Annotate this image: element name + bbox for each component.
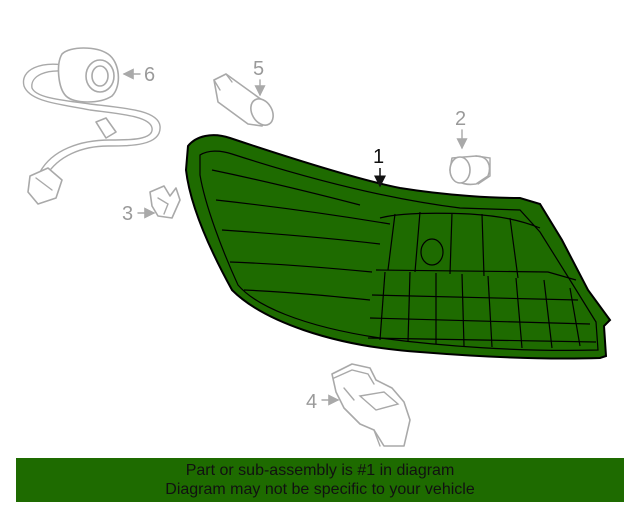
tail-lamp-ribs [211, 169, 597, 349]
tail-lamp-body[interactable] [184, 134, 612, 360]
callout-2[interactable]: 2 [455, 108, 466, 130]
parts-diagram: 1 2 3 4 5 6 [22, 47, 612, 447]
mounting-bracket-part-4[interactable] [331, 363, 411, 447]
callout-3[interactable]: 3 [122, 203, 133, 225]
bulb-socket-part-2[interactable] [449, 155, 491, 186]
banner-line-part: Part or sub-assembly is #1 in diagram [185, 462, 455, 479]
part-info-banner: Part or sub-assembly is #1 in diagram Di… [16, 458, 624, 502]
callout-5[interactable]: 5 [253, 58, 264, 80]
tail-lamp-assembly[interactable] [184, 134, 612, 360]
socket-wire-harness-part-6[interactable] [22, 47, 161, 205]
lamp-bulb-part-5[interactable] [213, 73, 278, 129]
banner-line-disclaimer: Diagram may not be specific to your vehi… [165, 481, 475, 498]
tail-lamp-inner-rim [199, 150, 599, 351]
callout-6[interactable]: 6 [144, 64, 155, 86]
callout-1[interactable]: 1 [373, 146, 384, 168]
retainer-clip-part-3[interactable] [149, 185, 181, 219]
callout-4[interactable]: 4 [306, 391, 317, 413]
